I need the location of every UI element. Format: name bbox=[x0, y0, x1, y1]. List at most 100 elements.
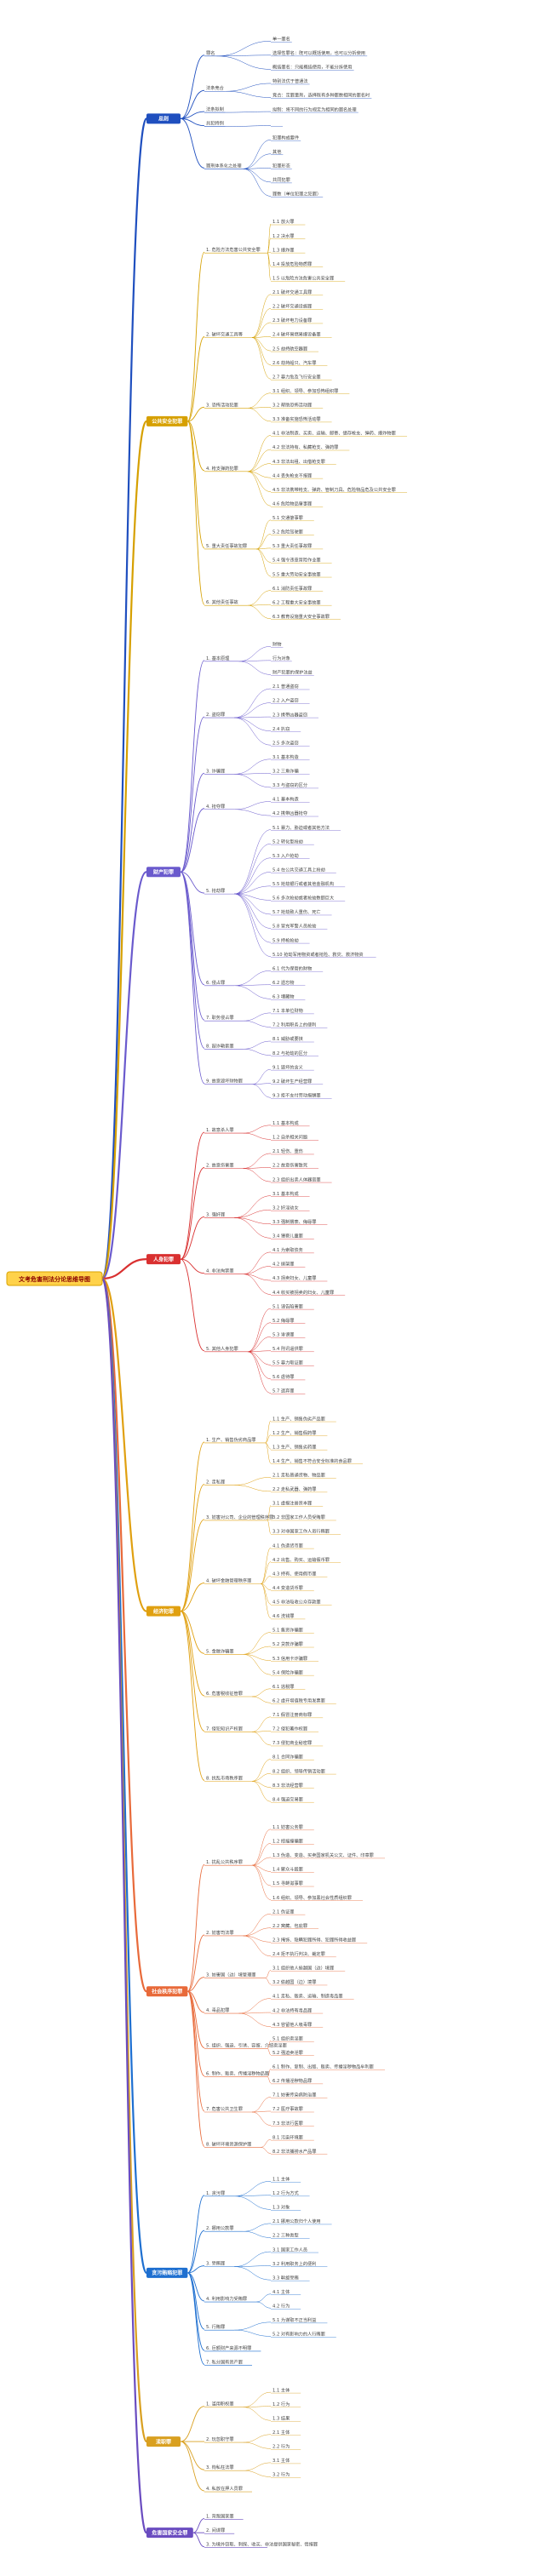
leaf-label[interactable]: 9.2 破坏生产经营罪 bbox=[272, 1078, 312, 1085]
leaf-label[interactable]: 5.4 保险诈骗罪 bbox=[272, 1669, 303, 1675]
leaf-label[interactable]: 5.2 危险驾驶罪 bbox=[272, 529, 303, 535]
leaf-label[interactable]: 3.3 强制猥亵、侮辱罪 bbox=[272, 1218, 316, 1225]
leaf-label[interactable]: 7.2 利用职务上的便利 bbox=[272, 1022, 316, 1028]
item-label[interactable]: 法条拟制 bbox=[206, 106, 224, 112]
leaf-label[interactable]: 5.3 入户抢劫 bbox=[272, 852, 299, 859]
leaf-label[interactable]: 2.2 破坏交通设施罪 bbox=[272, 303, 312, 310]
leaf-label[interactable]: 1.4 聚众斗殴罪 bbox=[272, 1867, 303, 1873]
branch-node-b1[interactable]: 总则 bbox=[146, 113, 181, 124]
leaf-label[interactable]: 1.1 主体 bbox=[272, 2386, 290, 2393]
item-label[interactable]: 5. 抢劫罪 bbox=[206, 887, 225, 894]
leaf-label[interactable]: 3.1 主体 bbox=[272, 2457, 290, 2464]
leaf-label[interactable]: 5.2 强迫卖淫罪 bbox=[272, 2049, 303, 2056]
item-label[interactable]: 4. 破坏金融管理秩序罪 bbox=[206, 1577, 251, 1584]
leaf-label[interactable]: 5.7 遗弃罪 bbox=[272, 1388, 294, 1394]
branch-node-b3[interactable]: 财产犯罪 bbox=[146, 867, 181, 878]
leaf-label[interactable]: 7.1 妨害传染病防治罪 bbox=[272, 2092, 316, 2098]
item-label[interactable]: 2. 妨害司法罪 bbox=[206, 1929, 234, 1936]
branch-node-b6[interactable]: 社会秩序犯罪 bbox=[146, 1986, 188, 1997]
leaf-label[interactable]: 5.2 对有影响力的人行贿罪 bbox=[272, 2331, 325, 2338]
leaf-label[interactable]: 2.1 挪用公款归个人使用 bbox=[272, 2218, 321, 2224]
leaf-label[interactable]: 6.2 虚开增值税专用发票罪 bbox=[272, 1697, 325, 1703]
item-label[interactable]: 7. 职务侵占罪 bbox=[206, 1014, 234, 1021]
leaf-label[interactable]: 2.1 主体 bbox=[272, 2429, 290, 2436]
leaf-label[interactable]: 2.3 组织出卖人体器官罪 bbox=[272, 1176, 321, 1182]
leaf-label[interactable]: 2.3 掩饰、隐瞒犯罪所得、犯罪所得收益罪 bbox=[272, 1936, 356, 1943]
leaf-label[interactable]: 1.1 生产、销售伪劣产品罪 bbox=[272, 1415, 325, 1422]
leaf-label[interactable]: 2.2 故意伤害致死 bbox=[272, 1162, 307, 1169]
item-label[interactable]: 4. 非法拘禁罪 bbox=[206, 1268, 234, 1274]
leaf-label[interactable]: 3.2 三角诈骗 bbox=[272, 768, 299, 775]
leaf-label[interactable]: 6.1 逃税罪 bbox=[272, 1683, 294, 1690]
leaf-label[interactable]: 3.2 奸淫幼女 bbox=[272, 1204, 299, 1211]
leaf-label[interactable]: 2.4 扒窃 bbox=[272, 725, 290, 732]
leaf-label[interactable]: 5.1 交通肇事罪 bbox=[272, 514, 303, 521]
item-label[interactable]: 1. 贪污罪 bbox=[206, 2190, 225, 2196]
item-label[interactable]: 罪刑体系化之处理 bbox=[206, 162, 242, 169]
leaf-label[interactable]: 3.1 基本构成 bbox=[272, 1190, 299, 1197]
leaf-label[interactable]: 4.4 变造货币罪 bbox=[272, 1584, 303, 1591]
leaf-label[interactable]: 6.1 制作、复制、出版、贩卖、传播淫秽物品牟利罪 bbox=[272, 2064, 374, 2070]
leaf-label[interactable]: 8.1 合同诈骗罪 bbox=[272, 1754, 303, 1760]
leaf-label[interactable]: 1.2 生产、销售假药罪 bbox=[272, 1429, 316, 1436]
branch-node-b2[interactable]: 公共安全犯罪 bbox=[146, 415, 188, 426]
branch-node-b7[interactable]: 贪污贿赂犯罪 bbox=[146, 2267, 188, 2278]
item-label[interactable]: 7. 私分国有资产罪 bbox=[206, 2359, 243, 2366]
leaf-label[interactable]: 3.2 偷越国（边）境罪 bbox=[272, 1978, 316, 1985]
leaf-label[interactable]: 3.1 组织、领导、参加恐怖组织罪 bbox=[272, 387, 338, 394]
leaf-label[interactable]: 6.1 消防责任事故罪 bbox=[272, 585, 312, 592]
leaf-label[interactable]: 5.2 侮辱罪 bbox=[272, 1317, 294, 1324]
leaf-label[interactable]: 5.9 持枪抢劫 bbox=[272, 936, 299, 943]
leaf-label[interactable]: 3.3 斡旋受贿 bbox=[272, 2274, 299, 2281]
leaf-label[interactable]: 1.1 妨害公务罪 bbox=[272, 1823, 303, 1830]
leaf-label[interactable]: 1.2 自杀相关问题 bbox=[272, 1134, 307, 1141]
leaf-label[interactable]: 4.3 容留他人吸毒罪 bbox=[272, 2021, 312, 2028]
leaf-label[interactable]: 4.1 为索取债务 bbox=[272, 1246, 303, 1253]
leaf-label[interactable]: 8.2 非法捕捞水产品罪 bbox=[272, 2148, 316, 2155]
item-label[interactable]: 3. 为境外窃取、刺探、收买、非法提供国家秘密、情报罪 bbox=[206, 2541, 318, 2548]
leaf-label[interactable]: 1.4 生产、销售不符合安全标准的食品罪 bbox=[272, 1457, 352, 1464]
leaf-label[interactable]: 4.6 危险物品肇事罪 bbox=[272, 500, 312, 507]
item-label[interactable]: 1. 故意杀人罪 bbox=[206, 1126, 234, 1133]
item-label[interactable]: 6. 巨额财产来源不明罪 bbox=[206, 2344, 251, 2351]
item-label[interactable]: 3. 妨害国（边）境管理罪 bbox=[206, 1972, 255, 1978]
leaf-label[interactable]: 2.5 多次盗窃 bbox=[272, 739, 299, 746]
leaf-label[interactable]: 单一罪名 bbox=[272, 35, 290, 42]
leaf-label[interactable]: 4.1 主体 bbox=[272, 2288, 290, 2295]
leaf-label[interactable]: 5.2 贷款诈骗罪 bbox=[272, 1640, 303, 1647]
item-label[interactable]: 2. 盗窃罪 bbox=[206, 711, 225, 718]
leaf-label[interactable]: 4.2 行为 bbox=[272, 2302, 290, 2309]
leaf-label[interactable]: 5.6 虐待罪 bbox=[272, 1373, 294, 1380]
leaf-label[interactable]: 4.3 非法出租、出借枪支罪 bbox=[272, 458, 325, 465]
leaf-label[interactable]: 2.4 破坏易燃易爆设备罪 bbox=[272, 331, 321, 338]
leaf-label[interactable]: 6.2 传播淫秽物品罪 bbox=[272, 2077, 312, 2084]
leaf-label[interactable]: 1.3 结果 bbox=[272, 2414, 290, 2421]
leaf-label[interactable]: 4.2 绑架罪 bbox=[272, 1261, 294, 1268]
leaf-label[interactable]: 7.1 本单位财物 bbox=[272, 1007, 303, 1014]
leaf-label[interactable]: 5.8 冒充军警人员抢劫 bbox=[272, 923, 316, 930]
item-label[interactable]: 1. 扰乱公共秩序罪 bbox=[206, 1858, 243, 1865]
item-label[interactable]: 1. 滥用职权罪 bbox=[206, 2401, 234, 2407]
leaf-label[interactable]: 7.1 假冒注册商标罪 bbox=[272, 1711, 312, 1718]
leaf-label[interactable]: 1.3 伪造、变造、买卖国家机关公文、证件、印章罪 bbox=[272, 1852, 374, 1858]
item-label[interactable]: 1. 基本原理 bbox=[206, 655, 230, 661]
leaf-label[interactable]: 5.6 多次抢劫或者抢劫数额巨大 bbox=[272, 895, 334, 902]
leaf-label[interactable]: 2.2 窝藏、包庇罪 bbox=[272, 1922, 307, 1929]
leaf-label[interactable]: 2.1 普通盗窃 bbox=[272, 683, 299, 690]
leaf-label[interactable]: 8.2 组织、领导传销活动罪 bbox=[272, 1767, 325, 1774]
leaf-label[interactable]: 6.3 教育设施重大安全事故罪 bbox=[272, 613, 330, 620]
item-label[interactable]: 2. 玩忽职守罪 bbox=[206, 2436, 234, 2442]
leaf-label[interactable]: 5.1 暴力、胁迫或者其他方法 bbox=[272, 824, 330, 831]
item-label[interactable]: 3. 恐怖活动犯罪 bbox=[206, 401, 238, 408]
leaf-label[interactable]: 财物 bbox=[272, 640, 281, 647]
leaf-label[interactable]: 1.3 对象 bbox=[272, 2204, 290, 2211]
leaf-label[interactable]: 1.2 行为方式 bbox=[272, 2190, 299, 2196]
root-node[interactable]: 文考危害刑法分论思维导图 bbox=[6, 1271, 103, 1286]
leaf-label[interactable]: 其他 bbox=[272, 148, 281, 155]
leaf-label[interactable]: 1.3 生产、销售劣药罪 bbox=[272, 1443, 316, 1450]
leaf-label[interactable]: 6.3 埋藏物 bbox=[272, 993, 294, 1000]
leaf-label[interactable]: 8.4 强迫交易罪 bbox=[272, 1795, 303, 1802]
leaf-label[interactable]: 5.4 在公共交通工具上抢劫 bbox=[272, 866, 325, 873]
leaf-label[interactable]: 3.3 对非国家工作人员行贿罪 bbox=[272, 1528, 330, 1535]
item-label[interactable]: 3. 强奸罪 bbox=[206, 1211, 225, 1217]
